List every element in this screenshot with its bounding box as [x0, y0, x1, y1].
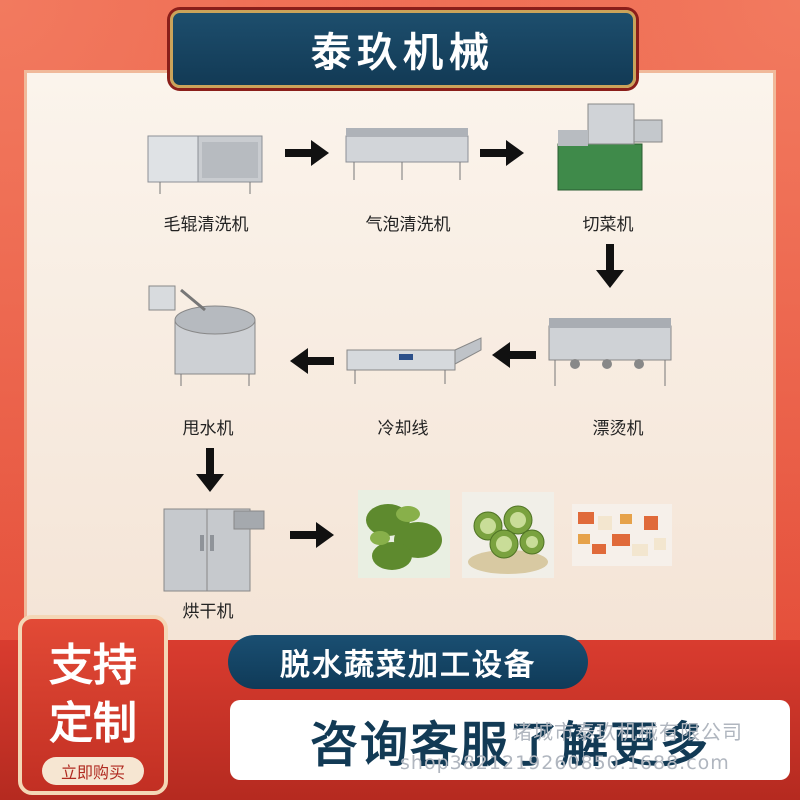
drying-oven-image [163, 508, 265, 592]
vegetable-cutter-image [557, 103, 663, 191]
bubble-washer-image [345, 128, 469, 180]
blanching-machine-image [548, 318, 672, 386]
buy-now-button[interactable]: 立即购买 [42, 757, 144, 785]
step-label-bubble-washer: 气泡清洗机 [365, 215, 451, 235]
step-label-dewatering: 甩水机 [182, 419, 234, 439]
dewatering-machine-image [148, 285, 256, 386]
arrow-down-icon [596, 244, 624, 288]
cta-text: 咨询客服了解更多 [309, 717, 710, 773]
dried-cucumber-photo [462, 492, 554, 578]
dried-greens-photo [358, 490, 450, 578]
contact-service-banner[interactable]: 咨询客服了解更多 [230, 700, 790, 780]
step-label-blancher: 漂烫机 [592, 419, 644, 439]
subtitle-text: 脱水蔬菜加工设备 [280, 648, 536, 683]
subtitle-banner: 脱水蔬菜加工设备 [228, 635, 588, 689]
arrow-left-icon [290, 348, 334, 374]
roller-washer-image [147, 135, 263, 194]
page-title: 泰玖机械 [311, 29, 495, 76]
arrow-down-icon [196, 448, 224, 492]
watermark-url: shop3821219260850.1688.com [400, 752, 730, 774]
arrow-right-icon [480, 140, 524, 166]
custom-badge: 支持 定制 立即购买 [18, 615, 168, 795]
step-label-cutter: 切菜机 [582, 215, 634, 235]
watermark-company: 诸城市泰玖机械有限公司 [512, 720, 743, 744]
title-plaque: 泰玖机械 [170, 10, 636, 88]
arrow-right-icon [285, 140, 329, 166]
arrow-left-icon [492, 342, 536, 368]
badge-line-2: 定制 [49, 698, 137, 749]
step-label-cooling-line: 冷却线 [377, 419, 429, 439]
arrow-right-icon [290, 522, 334, 548]
step-label-roller-washer: 毛辊清洗机 [163, 215, 249, 235]
dried-vegetable-mix-photo [572, 504, 672, 566]
step-label-drying-oven: 烘干机 [182, 602, 234, 622]
cooling-line-image [346, 337, 482, 384]
badge-line-1: 支持 [49, 640, 137, 691]
